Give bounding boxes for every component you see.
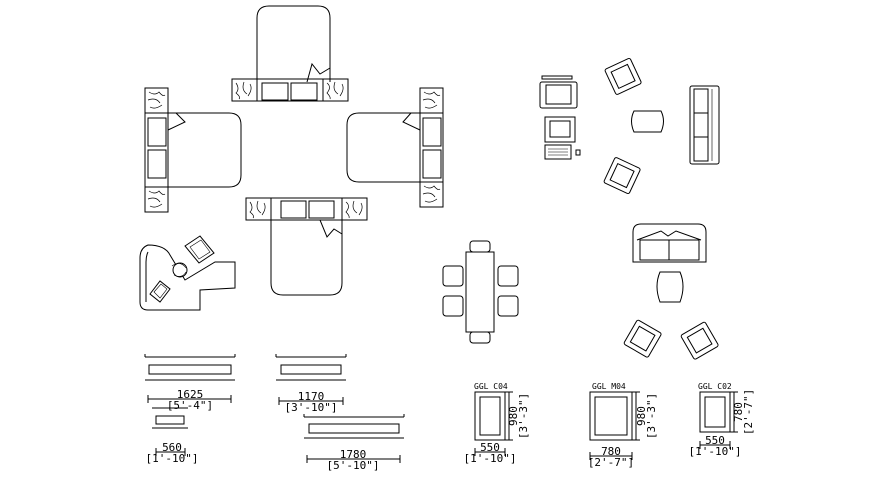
dim-1780-ft: [5'-10"]: [327, 459, 380, 472]
sofa-group: [623, 223, 719, 360]
bed-right: [346, 87, 444, 208]
table-depth-ft: [2'-7"]: [742, 389, 755, 435]
corner-desk: [139, 235, 236, 311]
table-width: 780: [601, 445, 621, 458]
armchair-tv-group: [539, 75, 581, 160]
dim-560-ft: [1'-10"]: [146, 452, 199, 465]
table-code: GGL M04: [592, 382, 626, 391]
elevation-1170: 1170 [3'-10"]: [275, 354, 347, 414]
table-width-ft: [1'-10"]: [689, 445, 742, 458]
table-width-ft: [2'-7"]: [588, 456, 634, 469]
table-depth: 980: [635, 406, 648, 426]
dim-1625: 1625: [177, 388, 204, 401]
table-depth: 780: [732, 402, 745, 422]
dim-1625-ft: [5'-4"]: [167, 399, 213, 412]
dim-1170-ft: [3'-10"]: [285, 401, 338, 414]
dim-1170: 1170: [298, 390, 325, 403]
table-depth-ft: [3'-3"]: [645, 393, 658, 439]
bed-left: [144, 87, 242, 213]
table-ggl-c02: GGL C02 780 [2'-7"] 550 [1'-10"]: [689, 382, 755, 458]
living-group: [603, 57, 720, 195]
bed-group: [144, 5, 444, 296]
dim-1780: 1780: [340, 448, 367, 461]
table-width: 550: [705, 434, 725, 447]
table-code: GGL C02: [698, 382, 732, 391]
dim-560: 560: [162, 441, 182, 454]
bed-top: [231, 5, 349, 102]
bed-bottom: [245, 197, 368, 296]
table-depth-ft: [3'-3"]: [517, 393, 530, 439]
table-depth: 980: [507, 406, 520, 426]
table-ggl-c04: GGL C04 980 [3'-3"] 550 [1'-10"]: [464, 382, 530, 465]
table-code: GGL C04: [474, 382, 508, 391]
table-width: 550: [480, 441, 500, 454]
table-ggl-m04: GGL M04 980 [3'-3"] 780 [2'-7"]: [588, 382, 658, 469]
dining-table: [442, 240, 519, 344]
elevation-1625: 1625 [5'-4"]: [144, 354, 236, 412]
elevation-1780: 1780 [5'-10"]: [303, 414, 405, 472]
table-width-ft: [1'-10"]: [464, 452, 517, 465]
elevation-560: 560 [1'-10"]: [146, 407, 199, 465]
